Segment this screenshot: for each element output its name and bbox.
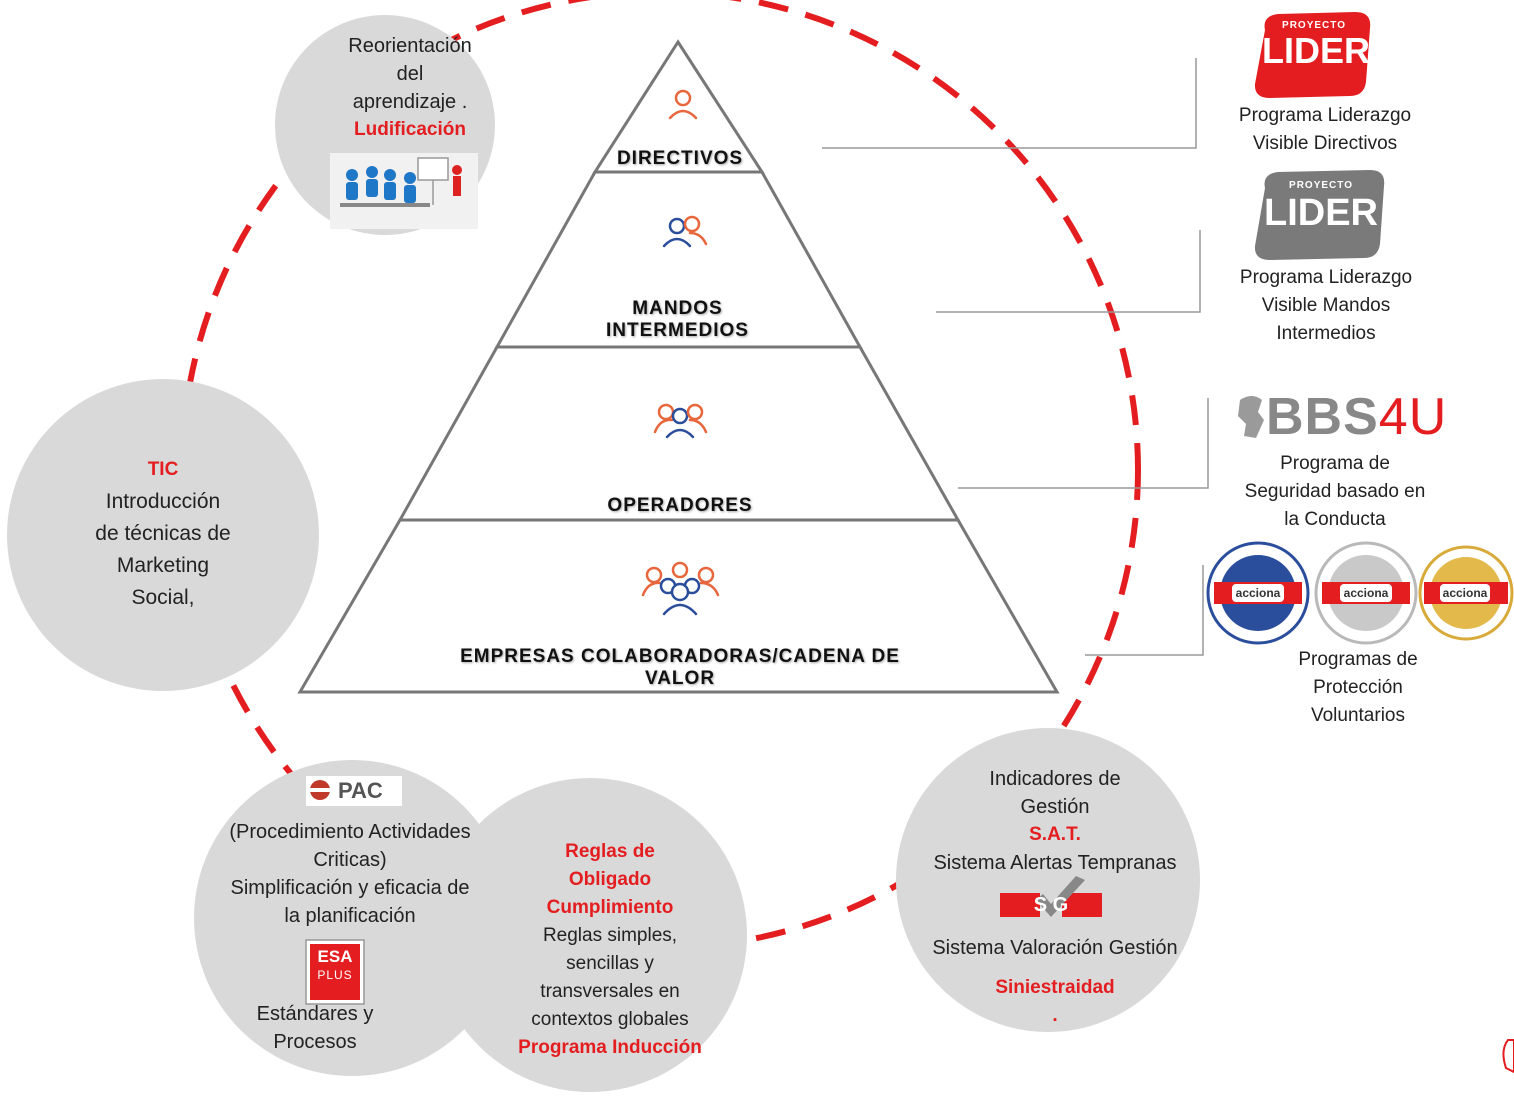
text-line: (Procedimiento Actividades [229, 821, 471, 843]
text-line: Programa Liderazgo [1238, 105, 1412, 126]
bubble-bottom-left-caption: Estándares y Procesos [235, 1000, 395, 1056]
esa-plus-logo [305, 939, 365, 1005]
logo-top: PROYECTO [1289, 180, 1353, 191]
logo-main: LIDER [1264, 192, 1378, 234]
bubble-bottom-right-text: Indicadores de Gestión S.A.T. Sistema Al… [905, 765, 1205, 877]
text-line: aprendizaje . [352, 91, 468, 113]
tier-label-mandos: MANDOS INTERMEDIOS [606, 298, 749, 341]
badge-oro [1418, 545, 1514, 641]
text-line: Programa Liderazgo [1239, 267, 1413, 288]
corner-shield-icon [1502, 1039, 1514, 1074]
tier-label-directivos: DIRECTIVOS [616, 148, 744, 169]
text-line: Visible Mandos [1261, 295, 1391, 316]
highlight-programa-induccion: Programa Inducción [518, 1037, 702, 1058]
bubble-bottom-middle-text: Reglas de Obligado Cumplimiento Reglas s… [490, 838, 730, 1062]
connector-lines [822, 58, 1209, 656]
text-line: la Conducta [1284, 509, 1386, 530]
bubble-bottom-right [896, 728, 1200, 1032]
badge-aspirante [1206, 541, 1310, 645]
text-line: sencillas y [566, 953, 654, 974]
bubble-bottom-right-text-2: Sistema Valoración Gestión Siniestraidad… [905, 934, 1205, 1030]
text-line: contextos globales [531, 1009, 689, 1030]
ppv-badges [1206, 541, 1514, 645]
badge-plata [1314, 541, 1418, 645]
text-line: Protección [1313, 677, 1403, 698]
highlight-text: Obligado [568, 869, 652, 890]
pac-logo-text: PAC [338, 778, 383, 803]
lider-logo-grey [1254, 170, 1385, 260]
bubble-top-left-text: Reorientación del aprendizaje . Ludifica… [290, 32, 530, 144]
esa-logo-line: ESA [317, 947, 353, 966]
text-line: Programa de [1280, 453, 1390, 474]
highlight-ludificacion: Ludificación [354, 119, 466, 140]
badge-3-brand: acciona [1442, 586, 1488, 600]
text-line: de técnicas de [95, 522, 231, 545]
highlight-text: Cumplimiento [546, 897, 674, 918]
text-line: Criticas) [313, 849, 387, 871]
program-lider-mandos: Programa Liderazgo Visible Mandos Interm… [1200, 264, 1452, 348]
text-line: Procesos [273, 1031, 357, 1053]
program-bbs4u: Programa de Seguridad basado en la Condu… [1210, 450, 1460, 534]
logo-main: BBS [1266, 388, 1379, 446]
tier-label-empresas: EMPRESAS COLABORADORAS/CADENA DE VALOR [460, 646, 900, 689]
esa-logo-line: PLUS [317, 968, 353, 982]
tier-label-operadores: OPERADORES [607, 495, 753, 516]
text-line: Programas de [1298, 649, 1418, 670]
bbs4u-logo-text: BBS4U [1266, 388, 1466, 446]
svg-logo [1000, 876, 1102, 917]
text-line: Reorientación [348, 35, 472, 57]
bubble-bottom-left [194, 760, 510, 1076]
bubble-bottom-middle [433, 778, 747, 1092]
bubble-bottom-left-text: (Procedimiento Actividades Criticas) Sim… [200, 818, 500, 930]
lider-logo-red-text: PROYECTO LIDER [1262, 20, 1370, 71]
bbs4u-logo-mark [1238, 396, 1264, 438]
highlight-dot: . [1052, 1005, 1058, 1026]
text-line: Intermedios [1276, 323, 1376, 344]
text-line: Gestión [1020, 796, 1090, 818]
text-line: Visible Directivos [1252, 133, 1398, 154]
badge-1-brand: acciona [1235, 586, 1281, 600]
program-lider-directivos: Programa Liderazgo Visible Directivos [1200, 102, 1450, 158]
text-line: Social, [131, 586, 195, 609]
group-icon [641, 561, 720, 616]
three-people-icon [653, 403, 708, 439]
highlight-tic: TIC [147, 459, 179, 480]
program-ppv: Programas de Protección Voluntarios [1240, 646, 1476, 730]
text-line: Sistema Alertas Tempranas [933, 852, 1177, 874]
two-people-icon [662, 215, 708, 248]
highlight-sat: S.A.T. [1029, 824, 1081, 845]
logo-accent: 4U [1378, 388, 1448, 446]
classroom-image [330, 153, 478, 229]
highlight-text: Reglas de [565, 841, 655, 862]
esa-plus-logo-text: ESA PLUS [310, 948, 360, 984]
text-line: Simplificación y eficacia de [230, 877, 470, 899]
person-icon [668, 89, 698, 120]
text-line: Sistema Valoración Gestión [932, 937, 1178, 959]
lider-logo-red [1254, 12, 1371, 98]
text-line: Seguridad basado en [1244, 481, 1426, 502]
logo-main: LIDER [1262, 30, 1370, 71]
bubble-left [7, 379, 319, 691]
text-line: Reglas simples, [542, 925, 678, 946]
badge-2-brand: acciona [1343, 586, 1389, 600]
svg-logo-text: S G [1033, 894, 1069, 916]
text-line: transversales en [540, 981, 680, 1002]
text-line: Voluntarios [1310, 705, 1405, 726]
bubble-left-text: TIC Introducción de técnicas de Marketin… [53, 454, 273, 614]
text-line: la planificación [284, 905, 416, 927]
logo-top: PROYECTO [1282, 20, 1346, 31]
lider-logo-grey-text: PROYECTO LIDER [1262, 180, 1380, 235]
text-line: Introducción [105, 490, 221, 513]
pac-logo [306, 776, 402, 806]
text-line: Indicadores de [989, 768, 1121, 790]
text-line: Marketing [116, 554, 210, 577]
text-line: del [396, 63, 424, 85]
highlight-siniestraidad: Siniestraidad [995, 977, 1115, 998]
text-line: Estándares y [256, 1003, 374, 1025]
